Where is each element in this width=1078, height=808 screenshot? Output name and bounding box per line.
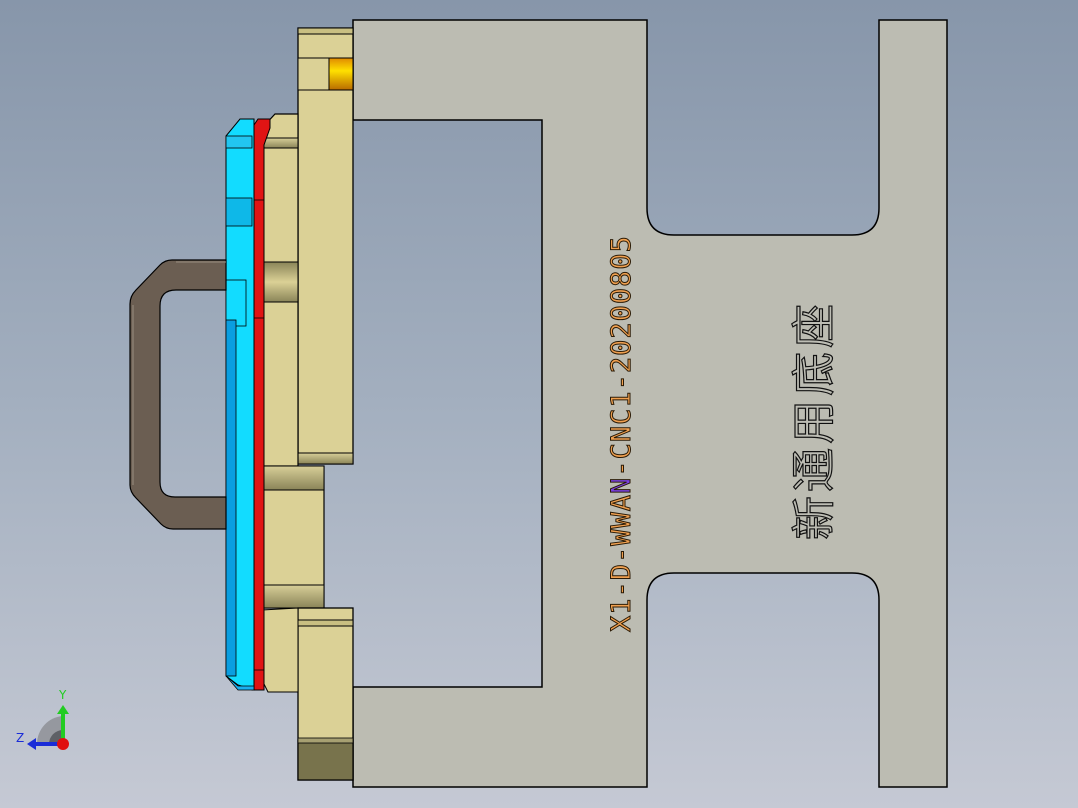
part-number-highlight: N	[606, 476, 638, 494]
cyan-plate[interactable]	[225, 118, 255, 691]
part-number-engraving: X1-D-WWAN-CNC1-20200805	[606, 235, 638, 633]
part-number-suffix: -CNC1-20200805	[606, 235, 638, 478]
part-name-engraving: 新通用底座	[788, 299, 840, 540]
base-plate[interactable]	[352, 19, 948, 788]
fixture-plate-inner[interactable]	[261, 113, 325, 609]
coordinate-triad	[27, 705, 69, 750]
part-number-prefix: X1-D-WWA	[606, 493, 638, 632]
y-axis-label: Y	[59, 688, 67, 702]
fixture-plate-main[interactable]	[297, 27, 354, 465]
x-axis-point	[57, 738, 69, 750]
locating-pin[interactable]	[328, 57, 354, 91]
z-axis-label: Z	[16, 731, 25, 745]
fixture-plate-lower[interactable]	[261, 607, 354, 781]
handle[interactable]	[129, 259, 227, 530]
